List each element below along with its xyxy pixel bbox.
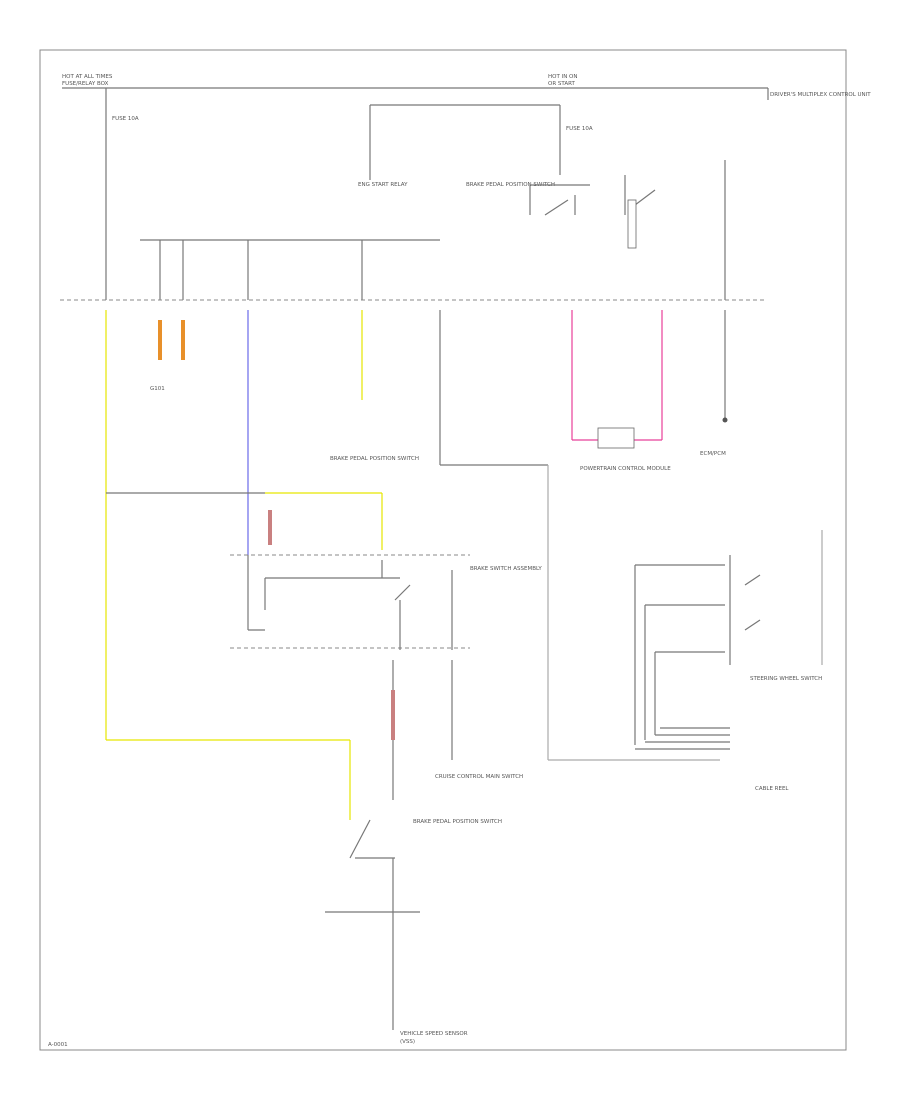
label-ground-left: G101	[150, 386, 165, 392]
label-ecm-connector: POWERTRAIN CONTROL MODULE	[580, 466, 671, 472]
label-bottom: VEHICLE SPEED SENSOR	[400, 1031, 468, 1037]
label-top-center: HOT IN ON	[548, 74, 578, 80]
diagram-frame	[39, 49, 847, 1051]
corner-tag: A-0001	[48, 1042, 68, 1048]
label-top-left: HOT AT ALL TIMES	[62, 74, 113, 80]
ground-725	[722, 417, 728, 423]
lower-brake-switch	[325, 819, 420, 1030]
label-steering: STEERING WHEEL SWITCH	[750, 676, 822, 682]
brake-sensor-box	[597, 427, 635, 449]
label-switch-top-left: BRAKE PEDAL POSITION SWITCH	[466, 182, 555, 188]
label-relay: ENG START RELAY	[358, 182, 408, 188]
brake-switch-contacts-top: BRAKE PEDAL POSITION SWITCH	[466, 175, 656, 249]
label-fuse-left: FUSE 10A	[112, 116, 139, 122]
label-top-right: DRIVER'S MULTIPLEX CONTROL UNIT	[770, 92, 871, 98]
label-cruise: CRUISE CONTROL MAIN SWITCH	[435, 774, 523, 780]
label-assy-right: BRAKE SWITCH ASSEMBLY	[470, 566, 542, 572]
steering-switch-block	[634, 530, 823, 750]
label-switch-center: BRAKE PEDAL POSITION SWITCH	[330, 456, 419, 462]
label-ecm-main: ECM/PCM	[700, 451, 726, 457]
brake-switch-assembly	[264, 560, 453, 650]
label-top-center-2: OR START	[548, 81, 576, 87]
label-top-left-2: FUSE/RELAY BOX	[62, 81, 109, 87]
label-switch-low: BRAKE PEDAL POSITION SWITCH	[413, 819, 502, 825]
label-fuse-center: FUSE 10A	[566, 126, 593, 132]
label-bottom-code: (VSS)	[400, 1039, 415, 1045]
label-combination: CABLE REEL	[755, 786, 789, 792]
